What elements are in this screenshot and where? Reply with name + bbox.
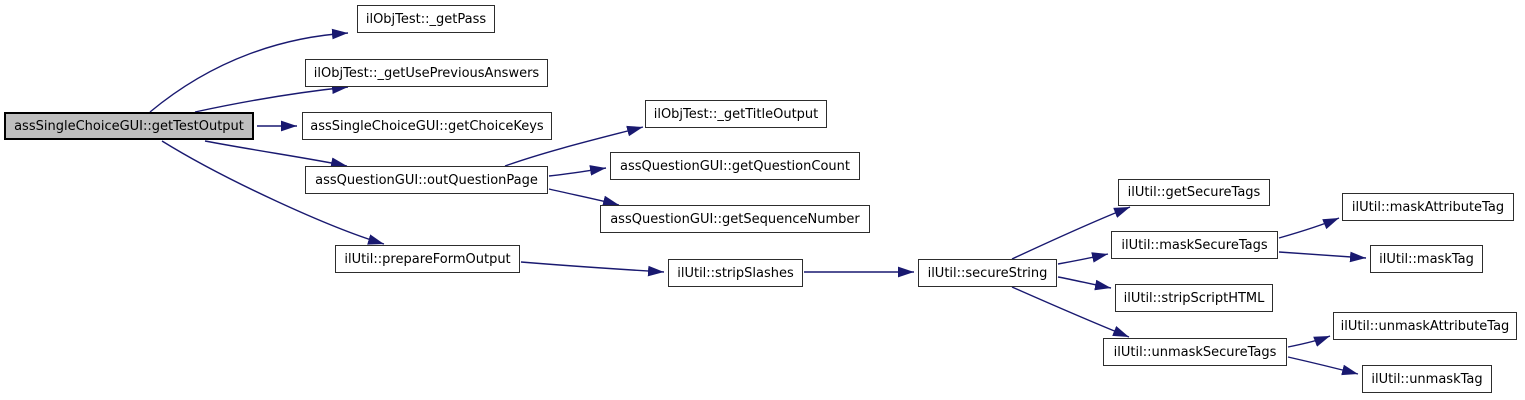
edge-outQuestionPage-getQuestionCount (548, 165, 607, 177)
node-ilUtil-maskAttributeTag[interactable]: ilUtil::maskAttributeTag (1342, 193, 1514, 221)
edge-getTestOutput-getPass (149, 28, 349, 113)
node-ilObjTest-getTitleOutput[interactable]: ilObjTest::_getTitleOutput (645, 100, 827, 128)
node-ilUtil-getSecureTags[interactable]: ilUtil::getSecureTags (1118, 179, 1270, 206)
node-assQuestionGUI-getSequenceNumber[interactable]: assQuestionGUI::getSequenceNumber (600, 205, 870, 233)
edge-secureString-maskSecureTags (1057, 252, 1109, 265)
edge-prepareFormOutput-stripSlashes (520, 261, 665, 277)
node-ilUtil-prepareFormOutput[interactable]: ilUtil::prepareFormOutput (335, 245, 520, 273)
edge-secureString-getSecureTags (1011, 206, 1131, 260)
node-ilUtil-unmaskSecureTags[interactable]: ilUtil::unmaskSecureTags (1103, 338, 1287, 366)
node-ilUtil-unmaskTag[interactable]: ilUtil::unmaskTag (1362, 365, 1492, 393)
node-ilUtil-maskTag[interactable]: ilUtil::maskTag (1370, 245, 1483, 273)
node-ilObjTest-getUsePreviousAnswers[interactable]: ilObjTest::_getUsePreviousAnswers (305, 59, 548, 87)
edge-getTestOutput-prepareFormOutput (161, 140, 385, 245)
node-assSingleChoiceGUI-getTestOutput[interactable]: assSingleChoiceGUI::getTestOutput (4, 112, 254, 140)
edge-secureString-unmaskSecureTags (1011, 286, 1130, 338)
edge-unmaskSecureTags-unmaskTag (1287, 356, 1359, 376)
node-assQuestionGUI-outQuestionPage[interactable]: assQuestionGUI::outQuestionPage (305, 166, 548, 194)
node-ilObjTest-getPass[interactable]: ilObjTest::_getPass (357, 5, 495, 33)
node-ilUtil-secureString[interactable]: ilUtil::secureString (918, 259, 1057, 287)
node-assQuestionGUI-getQuestionCount[interactable]: assQuestionGUI::getQuestionCount (610, 152, 860, 180)
edge-getTestOutput-outQuestionPage (204, 140, 348, 169)
edge-outQuestionPage-getSequenceNumber (548, 188, 620, 207)
node-assSingleChoiceGUI-getChoiceKeys[interactable]: assSingleChoiceGUI::getChoiceKeys (302, 112, 552, 140)
node-ilUtil-maskSecureTags[interactable]: ilUtil::maskSecureTags (1111, 231, 1278, 259)
edge-outQuestionPage-getTitleOutput (504, 125, 644, 167)
edge-maskSecureTags-maskAttributeTag (1278, 217, 1340, 239)
edge-secureString-stripScriptHTML (1057, 276, 1112, 291)
edge-getTestOutput-getUsePreviousAnswers (194, 83, 349, 113)
node-ilUtil-stripScriptHTML[interactable]: ilUtil::stripScriptHTML (1115, 284, 1273, 312)
edge-maskSecureTags-maskTag (1278, 251, 1367, 263)
node-ilUtil-unmaskAttributeTag[interactable]: ilUtil::unmaskAttributeTag (1333, 312, 1517, 340)
edge-unmaskSecureTags-unmaskAttributeTag (1287, 335, 1331, 348)
node-ilUtil-stripSlashes[interactable]: ilUtil::stripSlashes (668, 259, 803, 287)
